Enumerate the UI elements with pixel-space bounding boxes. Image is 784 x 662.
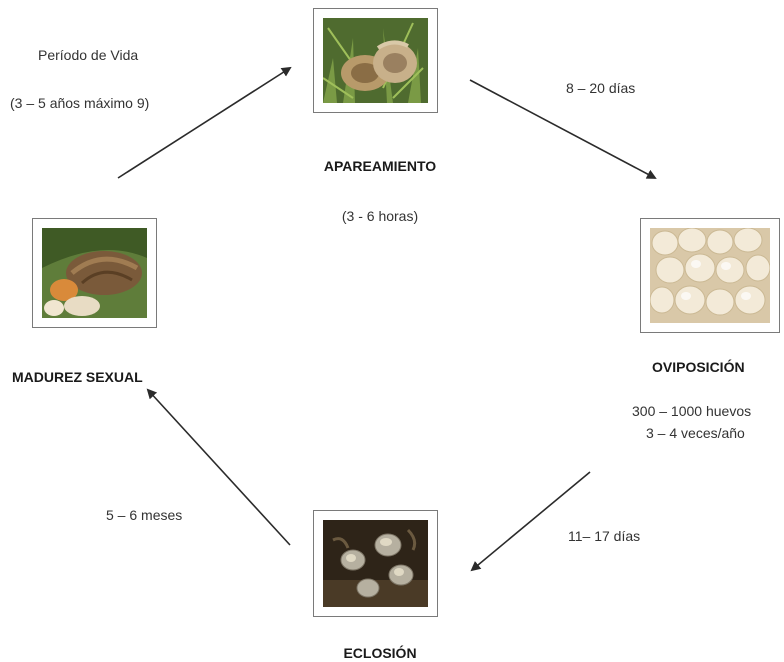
life-period-title: Período de Vida bbox=[38, 47, 139, 63]
life-period-range: (3 – 5 años máximo 9) bbox=[10, 95, 150, 111]
arrow-eclosion-to-madurez bbox=[146, 388, 291, 546]
mating-snails-photo-icon bbox=[323, 18, 428, 103]
adult-snail-photo-icon bbox=[42, 228, 147, 318]
oviposicion-frequency: 3 – 4 veces/año bbox=[646, 425, 745, 441]
transition-label-oviposicion-eclosion: 11– 17 días bbox=[568, 528, 641, 544]
apareamiento-photo-frame bbox=[313, 8, 438, 113]
arrow-madurez-to-apareamiento bbox=[117, 66, 292, 179]
stage-name-eclosion: ECLOSIÓN bbox=[343, 645, 417, 661]
eclosion-photo-frame bbox=[313, 510, 438, 617]
stage-name-apareamiento: APAREAMIENTO bbox=[323, 158, 437, 174]
transition-label-eclosion-madurez: 5 – 6 meses bbox=[106, 507, 183, 523]
stage-duration-apareamiento: (3 - 6 horas) bbox=[341, 208, 419, 224]
stage-name-oviposicion: OVIPOSICIÓN bbox=[652, 359, 745, 375]
oviposicion-photo-frame bbox=[640, 218, 780, 333]
madurez-photo-frame bbox=[32, 218, 157, 328]
snail-eggs-photo-icon bbox=[650, 228, 770, 323]
hatchling-snails-photo-icon bbox=[323, 520, 428, 607]
arrow-apareamiento-to-oviposicion bbox=[469, 79, 657, 179]
arrow-oviposicion-to-eclosion bbox=[470, 471, 591, 572]
oviposicion-egg-count: 300 – 1000 huevos bbox=[632, 403, 752, 419]
stage-name-madurez: MADUREZ SEXUAL bbox=[12, 369, 143, 385]
transition-label-apareamiento-oviposicion: 8 – 20 días bbox=[566, 80, 636, 96]
